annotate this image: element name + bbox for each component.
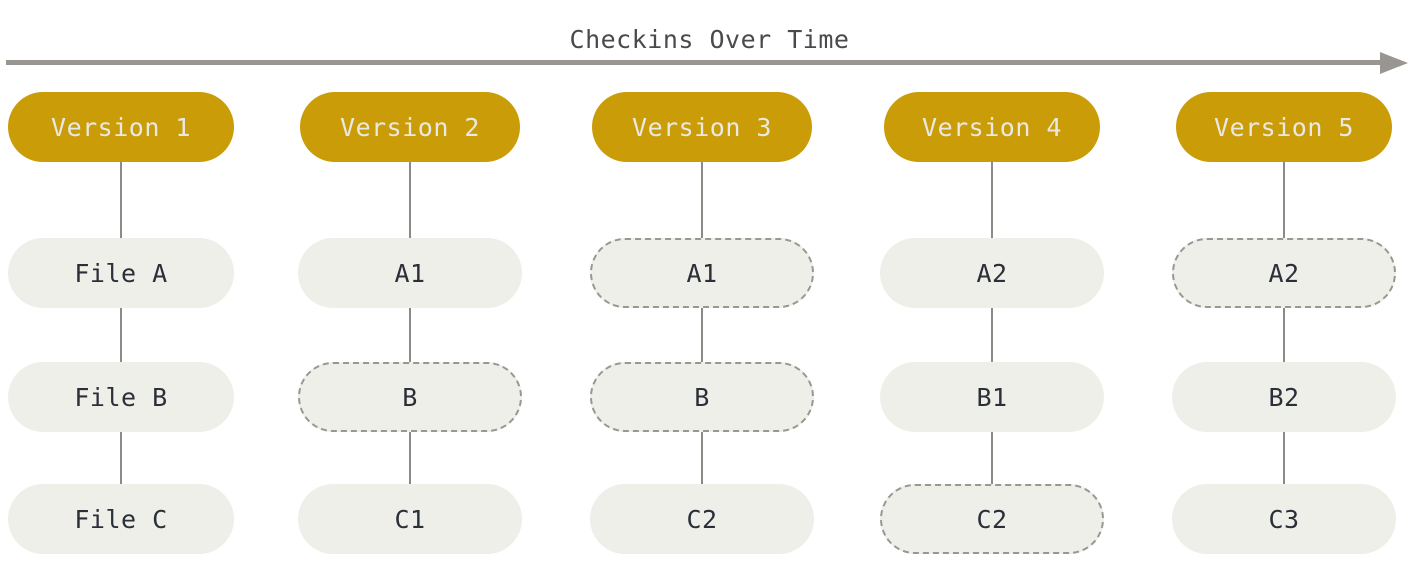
file-node-3-3[interactable]: C2 <box>590 484 814 554</box>
file-node-label: B <box>402 382 418 412</box>
version-node-label: Version 4 <box>922 112 1062 142</box>
connector-line <box>120 162 122 238</box>
file-node-label: C2 <box>976 504 1008 534</box>
version-node-1[interactable]: Version 1 <box>8 92 234 162</box>
connector-line <box>991 432 993 484</box>
file-node-label: File B <box>74 382 168 412</box>
file-node-label: C3 <box>1268 504 1300 534</box>
version-node-5[interactable]: Version 5 <box>1176 92 1392 162</box>
connector-line <box>409 162 411 238</box>
version-node-4[interactable]: Version 4 <box>884 92 1100 162</box>
file-node-label: C2 <box>686 504 718 534</box>
file-node-label: A2 <box>976 258 1008 288</box>
file-node-3-1[interactable]: A1 <box>590 238 814 308</box>
connector-line <box>409 432 411 484</box>
file-node-3-2[interactable]: B <box>590 362 814 432</box>
version-node-label: Version 5 <box>1214 112 1354 142</box>
file-node-4-3[interactable]: C2 <box>880 484 1104 554</box>
page-title: Checkins Over Time <box>569 25 850 54</box>
connector-line <box>991 308 993 362</box>
file-node-5-1[interactable]: A2 <box>1172 238 1396 308</box>
connector-line <box>701 162 703 238</box>
version-node-2[interactable]: Version 2 <box>300 92 520 162</box>
connector-line <box>1283 432 1285 484</box>
file-node-2-3[interactable]: C1 <box>298 484 522 554</box>
connector-line <box>120 432 122 484</box>
file-node-2-1[interactable]: A1 <box>298 238 522 308</box>
file-node-4-1[interactable]: A2 <box>880 238 1104 308</box>
timeline-axis-line <box>6 60 1385 65</box>
file-node-5-3[interactable]: C3 <box>1172 484 1396 554</box>
file-node-label: File A <box>74 258 168 288</box>
file-node-label: B1 <box>976 382 1008 412</box>
file-node-1-2[interactable]: File B <box>8 362 234 432</box>
file-node-4-2[interactable]: B1 <box>880 362 1104 432</box>
connector-line <box>1283 308 1285 362</box>
file-node-5-2[interactable]: B2 <box>1172 362 1396 432</box>
file-node-label: A2 <box>1268 258 1300 288</box>
file-node-label: B2 <box>1268 382 1300 412</box>
file-node-1-1[interactable]: File A <box>8 238 234 308</box>
connector-line <box>991 162 993 238</box>
file-node-label: File C <box>74 504 168 534</box>
connector-line <box>120 308 122 362</box>
arrow-right-icon <box>1380 52 1408 74</box>
version-node-label: Version 1 <box>51 112 191 142</box>
version-node-label: Version 3 <box>632 112 772 142</box>
connector-line <box>701 432 703 484</box>
version-node-label: Version 2 <box>340 112 480 142</box>
connector-line <box>701 308 703 362</box>
connector-line <box>409 308 411 362</box>
version-node-3[interactable]: Version 3 <box>592 92 812 162</box>
file-node-label: B <box>694 382 710 412</box>
file-node-1-3[interactable]: File C <box>8 484 234 554</box>
file-node-label: A1 <box>394 258 426 288</box>
file-node-label: A1 <box>686 258 718 288</box>
connector-line <box>1283 162 1285 238</box>
file-node-2-2[interactable]: B <box>298 362 522 432</box>
file-node-label: C1 <box>394 504 426 534</box>
